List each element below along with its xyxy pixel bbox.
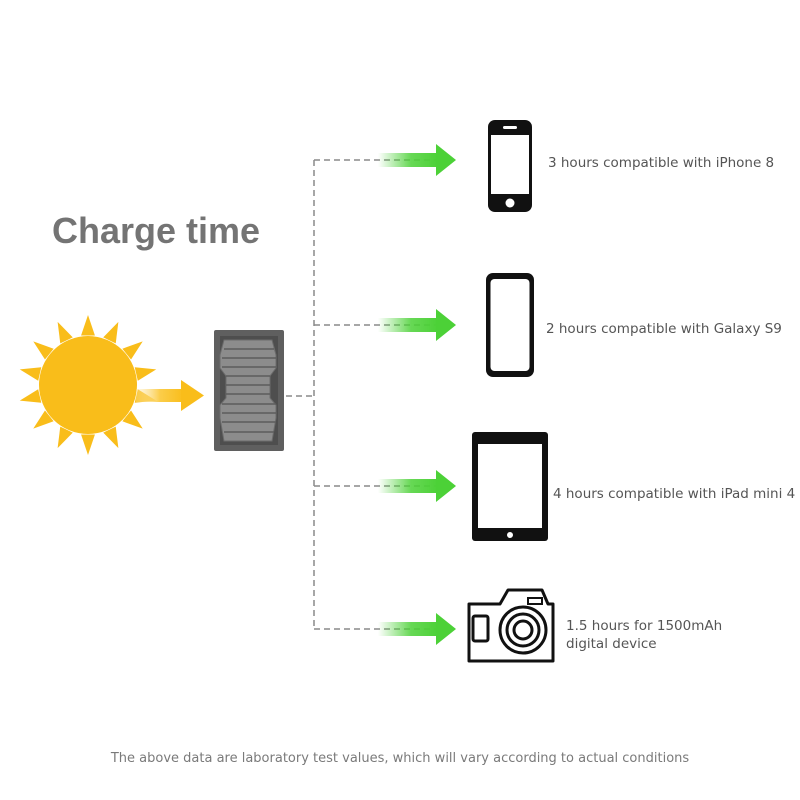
device-label-camera: 1.5 hours for 1500mAh digital device xyxy=(566,617,766,653)
solar-panel-icon xyxy=(214,330,284,451)
galaxy-phone-icon xyxy=(486,273,534,377)
sun-ray xyxy=(19,389,42,403)
sun-ray xyxy=(122,341,143,360)
sun-ray xyxy=(103,426,119,449)
sun-ray xyxy=(33,341,54,360)
device-arrow-1 xyxy=(378,309,456,341)
dashed-connector-lines xyxy=(286,159,450,630)
sun-ray xyxy=(81,315,95,336)
sun-ray xyxy=(134,367,157,381)
device-label-ipad: 4 hours compatible with iPad mini 4 xyxy=(553,486,796,502)
iphone-icon xyxy=(488,120,532,212)
sun-ray xyxy=(103,321,119,344)
camera-icon xyxy=(467,588,555,663)
sun-icon xyxy=(19,315,157,455)
diagram-title: Charge time xyxy=(52,210,261,251)
sun-ray xyxy=(57,321,73,344)
sun-ray xyxy=(81,434,95,455)
sun-ray xyxy=(33,410,54,429)
disclaimer-note: The above data are laboratory test value… xyxy=(110,751,690,766)
device-arrow-2 xyxy=(378,470,456,502)
device-arrow-3 xyxy=(378,613,456,645)
device-label-iphone: 3 hours compatible with iPhone 8 xyxy=(548,155,775,171)
device-arrow-0 xyxy=(378,144,456,176)
camera-label-line1: 1.5 hours for 1500mAh xyxy=(566,618,723,634)
sun-ray xyxy=(19,367,42,381)
camera-label-line2: digital device xyxy=(566,636,657,652)
sun-to-panel-arrow xyxy=(136,380,204,411)
tablet-icon xyxy=(472,432,548,541)
sun-ray xyxy=(122,410,143,429)
sun-ray xyxy=(57,426,73,449)
device-label-galaxy: 2 hours compatible with Galaxy S9 xyxy=(546,321,782,337)
